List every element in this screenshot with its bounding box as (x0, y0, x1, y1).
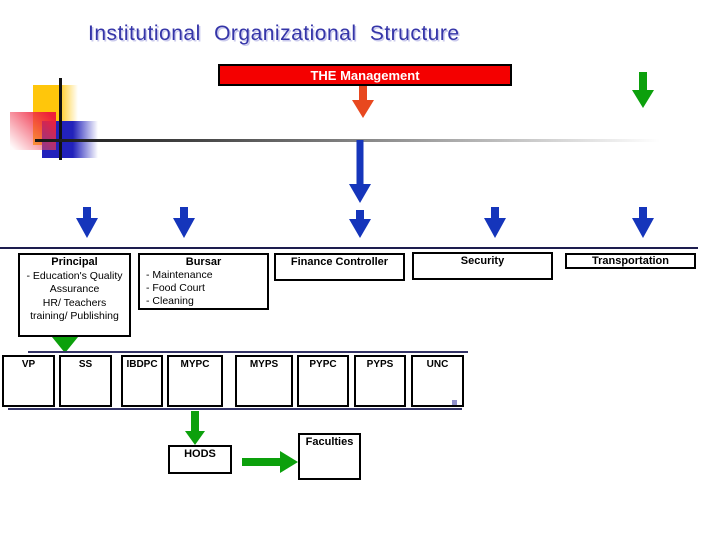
logo-red-square (10, 112, 56, 150)
management-banner: THE Management (218, 64, 512, 86)
unit-box-pyps: PYPS (354, 355, 406, 407)
principal-line: training/ Publishing (30, 310, 119, 322)
transportation-title: Transportation (591, 255, 669, 267)
divider-line-units-top (28, 351, 468, 353)
bursar-title: Bursar (185, 256, 222, 268)
divider-line-departments (0, 247, 698, 249)
arrow-down-blue-icon (173, 207, 195, 238)
principal-line: - Education's Quality (26, 269, 123, 282)
finance-controller-box: Finance Controller (274, 253, 405, 281)
bursar-box: Bursar - Maintenance - Food Court - Clea… (138, 253, 269, 310)
arrow-down-blue-long-icon (349, 140, 371, 203)
arrow-down-blue-icon (632, 207, 654, 238)
unit-box-ss: SS (59, 355, 112, 407)
transportation-box: Transportation (565, 253, 696, 269)
hods-title: HODS (184, 448, 216, 460)
arrow-down-blue-icon (484, 207, 506, 238)
management-banner-label: THE Management (310, 67, 420, 83)
bursar-line: - Food Court (146, 282, 205, 294)
arrow-down-green-hods-icon (185, 411, 205, 445)
faculties-box: Faculties (298, 433, 361, 480)
slide-title: Institutional Organizational Structure (88, 22, 460, 45)
principal-title: Principal (51, 256, 98, 268)
faculties-title: Faculties (305, 436, 354, 448)
arrow-down-green-top-icon (632, 72, 654, 108)
principal-line: HR/ Teachers (42, 296, 107, 309)
security-title: Security (460, 255, 505, 267)
unit-box-pypc: PYPC (297, 355, 349, 407)
unit-box-vp: VP (2, 355, 55, 407)
arrow-down-orange-icon (352, 86, 374, 118)
finance-controller-title: Finance Controller (290, 256, 389, 268)
divider-line-units-bottom (8, 408, 462, 410)
unit-box-ibdpc: IBDPC (121, 355, 163, 407)
bursar-line: - Maintenance (146, 269, 213, 281)
arrow-down-blue-icon (76, 207, 98, 238)
arrow-right-green-icon (242, 451, 298, 473)
unit-box-mypc: MYPC (167, 355, 223, 407)
arrow-down-blue-icon (349, 210, 371, 238)
principal-box: Principal - Education's Quality Assuranc… (18, 253, 131, 337)
horizontal-gradient-line (35, 139, 660, 142)
hods-box: HODS (168, 445, 232, 474)
principal-line: Assurance (49, 283, 100, 295)
unit-box-unc: UNC (411, 355, 464, 407)
arrowhead-down-green-icon (52, 337, 78, 353)
bursar-line: - Cleaning (146, 295, 194, 307)
stray-mark (452, 400, 457, 405)
unit-box-myps: MYPS (235, 355, 293, 407)
logo-vertical-line (59, 78, 62, 160)
security-box: Security (412, 252, 553, 280)
